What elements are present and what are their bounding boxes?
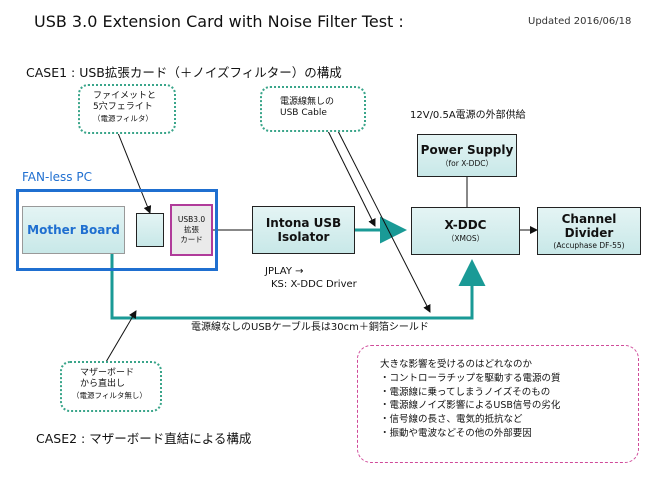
ferrite-callout-line3: （電源フィルタ） xyxy=(93,113,153,123)
mb-direct-line3: （電源フィルタ無し） xyxy=(72,390,147,400)
isolator-box: Intona USB Isolator xyxy=(252,206,355,254)
usb-card-line1: USB3.0 xyxy=(177,215,206,225)
isolator-line1: Intona USB xyxy=(265,216,342,230)
ferrite-callout: ファイメットと 5穴フェライト （電源フィルタ） xyxy=(78,84,176,134)
page-title: USB 3.0 Extension Card with Noise Filter… xyxy=(34,12,404,31)
pointer-mb-direct xyxy=(105,310,137,363)
mb-direct-line1: マザーボード xyxy=(80,368,135,378)
jplay-note: JPLAY → KS: X-DDC Driver xyxy=(265,265,357,291)
power-supply-box: Power Supply （for X-DDC） xyxy=(417,134,517,177)
jplay-line1: JPLAY → xyxy=(265,266,304,277)
xddc-sub: （XMOS） xyxy=(446,234,485,243)
usb-card-box: USB3.0 拡張 カード xyxy=(170,204,213,256)
filter-module xyxy=(136,213,164,247)
pointer-cable-1 xyxy=(327,130,376,227)
pointer-cable-2 xyxy=(337,130,431,313)
factor-item: ・信号線の長さ、電気的抵抗など xyxy=(380,414,523,426)
mb-direct-line2: から直出し xyxy=(80,379,126,390)
factor-item: ・コントローラチップを駆動する電源の質 xyxy=(380,372,561,384)
xddc-label: X-DDC xyxy=(444,218,487,232)
power-supply-label: Power Supply xyxy=(420,142,514,157)
factor-item: ・振動や電波などその他の外部要因 xyxy=(380,427,532,439)
updated-date: Updated 2016/06/18 xyxy=(528,16,632,27)
usb-card-line2: 拡張 xyxy=(184,225,199,235)
no-power-cable-line2: USB Cable xyxy=(280,108,327,119)
factor-item: ・電源線ノイズ影響によるUSB信号の劣化 xyxy=(380,400,561,412)
channel-divider-box: Channel Divider (Accuphase DF-55) xyxy=(537,207,641,255)
pointer-ferrite xyxy=(117,132,152,214)
factors-box: 大きな影響を受けるのはどれなのか ・コントローラチップを駆動する電源の質 ・電源… xyxy=(357,345,639,463)
usb-card-line3: カード xyxy=(180,234,203,244)
no-power-cable-line1: 電源線無しの xyxy=(280,97,335,107)
ferrite-callout-line2: 5穴フェライト xyxy=(93,102,153,113)
xddc-box: X-DDC （XMOS） xyxy=(411,207,520,255)
case2-label: CASE2 : マザーボード直結による構成 xyxy=(36,431,252,446)
ferrite-callout-line1: ファイメットと xyxy=(93,91,157,101)
channel-divider-sub: (Accuphase DF-55) xyxy=(553,241,625,250)
cable-note: 電源線なしのUSBケーブル長は30cm＋銅箔シールド xyxy=(191,322,429,333)
pc-frame xyxy=(16,189,218,271)
psu-note: 12V/0.5A電源の外部供給 xyxy=(410,110,526,121)
motherboard-label: Mother Board xyxy=(27,223,120,237)
power-supply-sub: （for X-DDC） xyxy=(441,158,493,168)
line-mb-to-xddc-route xyxy=(110,253,486,320)
no-power-cable-callout: 電源線無しの USB Cable xyxy=(260,86,366,132)
case1-label: CASE1 : USB拡張カード（＋ノイズフィルター）の構成 xyxy=(26,65,342,80)
mb-direct-callout: マザーボード から直出し （電源フィルタ無し） xyxy=(60,361,162,412)
jplay-line2: KS: X-DDC Driver xyxy=(271,279,357,290)
channel-divider-label: Channel Divider xyxy=(561,212,617,240)
factors-heading: 大きな影響を受けるのはどれなのか xyxy=(380,359,533,370)
isolator-line2: Isolator xyxy=(277,230,330,244)
motherboard-box: Mother Board xyxy=(22,206,125,254)
factor-item: ・電源線に乗ってしまうノイズそのもの xyxy=(380,386,551,398)
pc-label: FAN-less PC xyxy=(22,170,92,184)
